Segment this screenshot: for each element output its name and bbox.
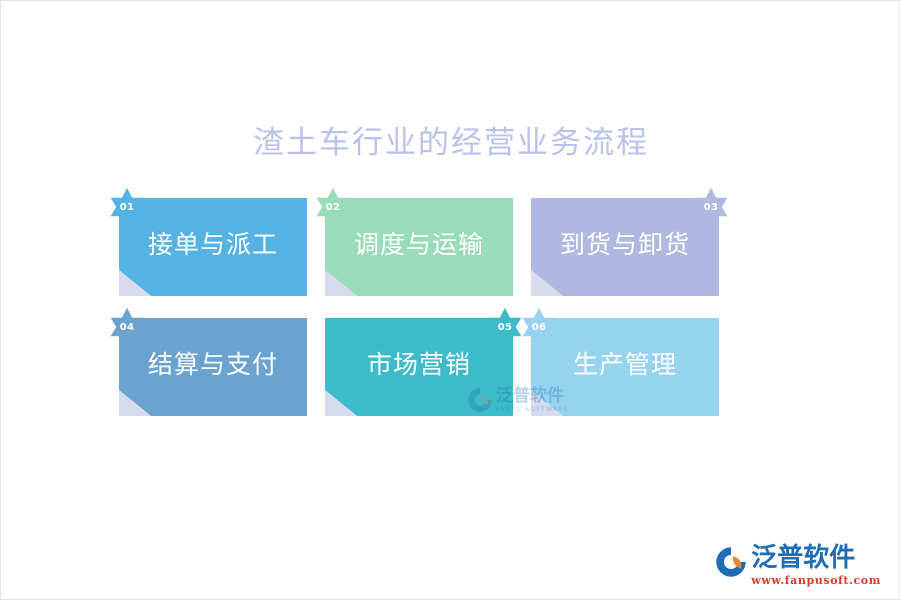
step-number-label: 01 [119, 201, 135, 213]
six-point-star-icon [110, 307, 144, 347]
flow-card[interactable]: 市场营销 05 [325, 307, 522, 416]
flow-card[interactable]: 结算与支付 04 [110, 307, 307, 416]
flow-card-body: 调度与运输 [325, 198, 513, 296]
six-point-star-icon [110, 187, 144, 227]
flow-card-body: 结算与支付 [119, 318, 307, 416]
step-number-label: 06 [531, 321, 547, 333]
page-title: 渣土车行业的经营业务流程 [253, 125, 649, 161]
fanpu-logo-icon [716, 547, 746, 577]
step-number-badge: 01 [107, 187, 147, 227]
six-point-star-icon [488, 307, 522, 347]
flow-card-label: 调度与运输 [353, 230, 484, 259]
flow-card-label: 生产管理 [572, 350, 677, 379]
brand-url: www.fanpusoft.com [751, 574, 881, 587]
step-number-badge: 04 [107, 307, 147, 347]
brand-name-cn: 泛普软件 [751, 543, 856, 573]
step-number-label: 02 [325, 201, 341, 213]
flow-card-body: 到货与卸货 [531, 198, 719, 296]
six-point-star-icon [522, 307, 556, 347]
step-number-badge: 06 [519, 307, 559, 347]
process-flow-grid: 接单与派工 01 调度与运输 02 [110, 187, 728, 416]
flow-card-label: 结算与支付 [147, 350, 278, 379]
step-number-label: 03 [703, 201, 719, 213]
flow-card-label: 到货与卸货 [559, 230, 690, 259]
brand-logo: 泛普软件 www.fanpusoft.com [715, 545, 881, 587]
flow-card[interactable]: 生产管理 06 [522, 307, 719, 416]
step-number-badge: 02 [313, 187, 353, 227]
six-point-star-icon [316, 187, 350, 227]
flow-card-body: 市场营销 [325, 318, 513, 416]
flow-card[interactable]: 到货与卸货 03 [531, 187, 728, 296]
flow-card-body: 生产管理 [531, 318, 719, 416]
flow-card-label: 市场营销 [366, 350, 471, 379]
step-number-badge: 05 [485, 307, 525, 347]
step-number-label: 05 [497, 321, 513, 333]
six-point-star-icon [694, 187, 728, 227]
step-number-badge: 03 [691, 187, 731, 227]
flow-card-body: 接单与派工 [119, 198, 307, 296]
flow-card[interactable]: 接单与派工 01 [110, 187, 307, 296]
brand-logo-text: 泛普软件 www.fanpusoft.com [751, 545, 881, 587]
step-number-label: 04 [119, 321, 135, 333]
flow-card-label: 接单与派工 [147, 230, 278, 259]
flow-card[interactable]: 调度与运输 02 [316, 187, 513, 296]
